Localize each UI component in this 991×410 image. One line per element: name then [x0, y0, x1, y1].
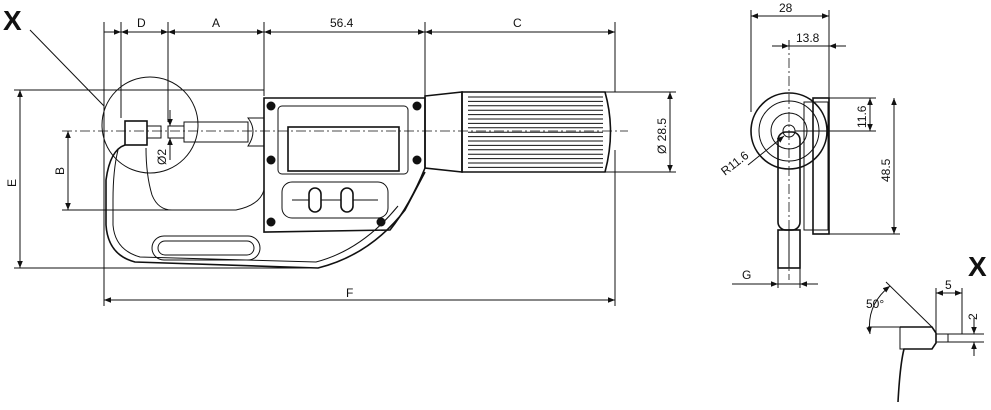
display-bezel: [277, 105, 409, 175]
body-side: [812, 97, 830, 235]
detail-mark-main: X: [3, 5, 22, 36]
screw-1: [266, 101, 276, 111]
front-view: X: [3, 5, 676, 306]
screw-6: [376, 217, 386, 227]
dim-r: R11.6: [718, 148, 751, 178]
dim-48: 48.5: [879, 158, 893, 182]
dim-dia28: Ø 28.5: [655, 118, 669, 154]
button-left: [308, 187, 322, 213]
display-screen: [287, 126, 400, 172]
dim-56: 56.4: [330, 16, 354, 30]
dim-f: F: [346, 286, 353, 300]
screw-4: [412, 155, 422, 165]
dim-a: A: [212, 16, 220, 30]
dim-dia2: Ø2: [155, 149, 169, 165]
anvil-tip: [146, 125, 162, 139]
screw-3: [266, 155, 276, 165]
dim-11: 11.6: [855, 105, 869, 128]
dim-angle: 50°: [866, 297, 884, 311]
detail-anvil: [897, 326, 937, 403]
detail-view: X 50° 5 2: [866, 251, 987, 403]
dim-g: G: [742, 268, 751, 282]
spindle-tip: [167, 125, 185, 139]
screw-2: [412, 101, 422, 111]
dim-2: 2: [966, 313, 980, 320]
spindle: [183, 121, 249, 143]
body-side-face: [803, 101, 829, 231]
button-right: [340, 187, 354, 213]
dim-e: E: [5, 179, 19, 187]
detail-mark-detail: X: [968, 251, 987, 282]
frame-slot-inner: [157, 240, 255, 256]
detail-leader: [29, 29, 105, 107]
dim-5: 5: [945, 278, 952, 292]
button-panel: [281, 181, 389, 219]
thimble-knurl: [468, 96, 603, 168]
screw-5: [266, 217, 276, 227]
dim-b: B: [53, 167, 67, 175]
dim-28: 28: [779, 1, 793, 15]
dim-c: C: [513, 16, 522, 30]
detail-circle: [101, 76, 199, 174]
anvil: [124, 120, 148, 146]
side-view: 28 13.8 11.6 48.5 R11.6 G: [718, 1, 900, 288]
frame-inner: [145, 147, 265, 211]
dim-13: 13.8: [796, 31, 820, 45]
frame-outline: [105, 144, 426, 269]
thimble-neck: [424, 91, 463, 173]
dim-d: D: [137, 16, 146, 30]
detail-tip: [935, 333, 949, 343]
spindle-collar: [246, 117, 265, 147]
frame-inner-2: [112, 149, 399, 263]
frame-slot: [151, 235, 261, 261]
